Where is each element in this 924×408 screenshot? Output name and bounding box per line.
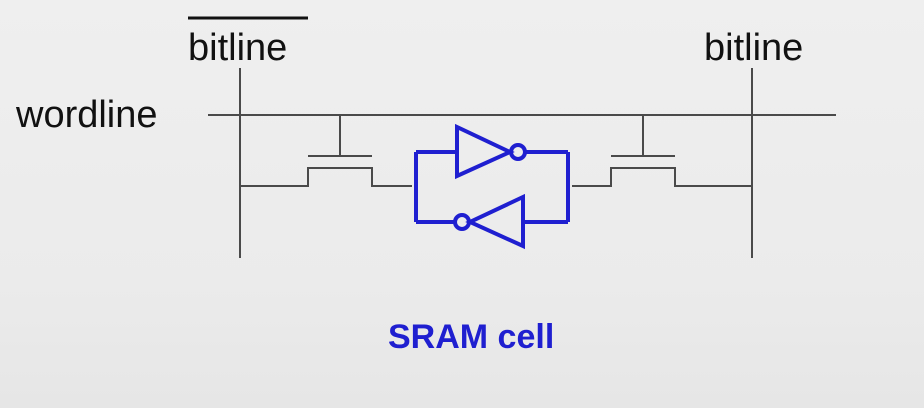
bitline-label: bitline (704, 27, 803, 69)
wordline-label: wordline (15, 94, 158, 136)
right-access-transistor (572, 115, 752, 187)
bitline-bar-label: bitline (188, 27, 287, 69)
diagram-caption: SRAM cell (388, 318, 554, 356)
top-inverter (455, 123, 527, 180)
bottom-inverter (453, 193, 525, 250)
cross-coupled-inverters (414, 150, 570, 224)
left-access-transistor (240, 115, 412, 187)
